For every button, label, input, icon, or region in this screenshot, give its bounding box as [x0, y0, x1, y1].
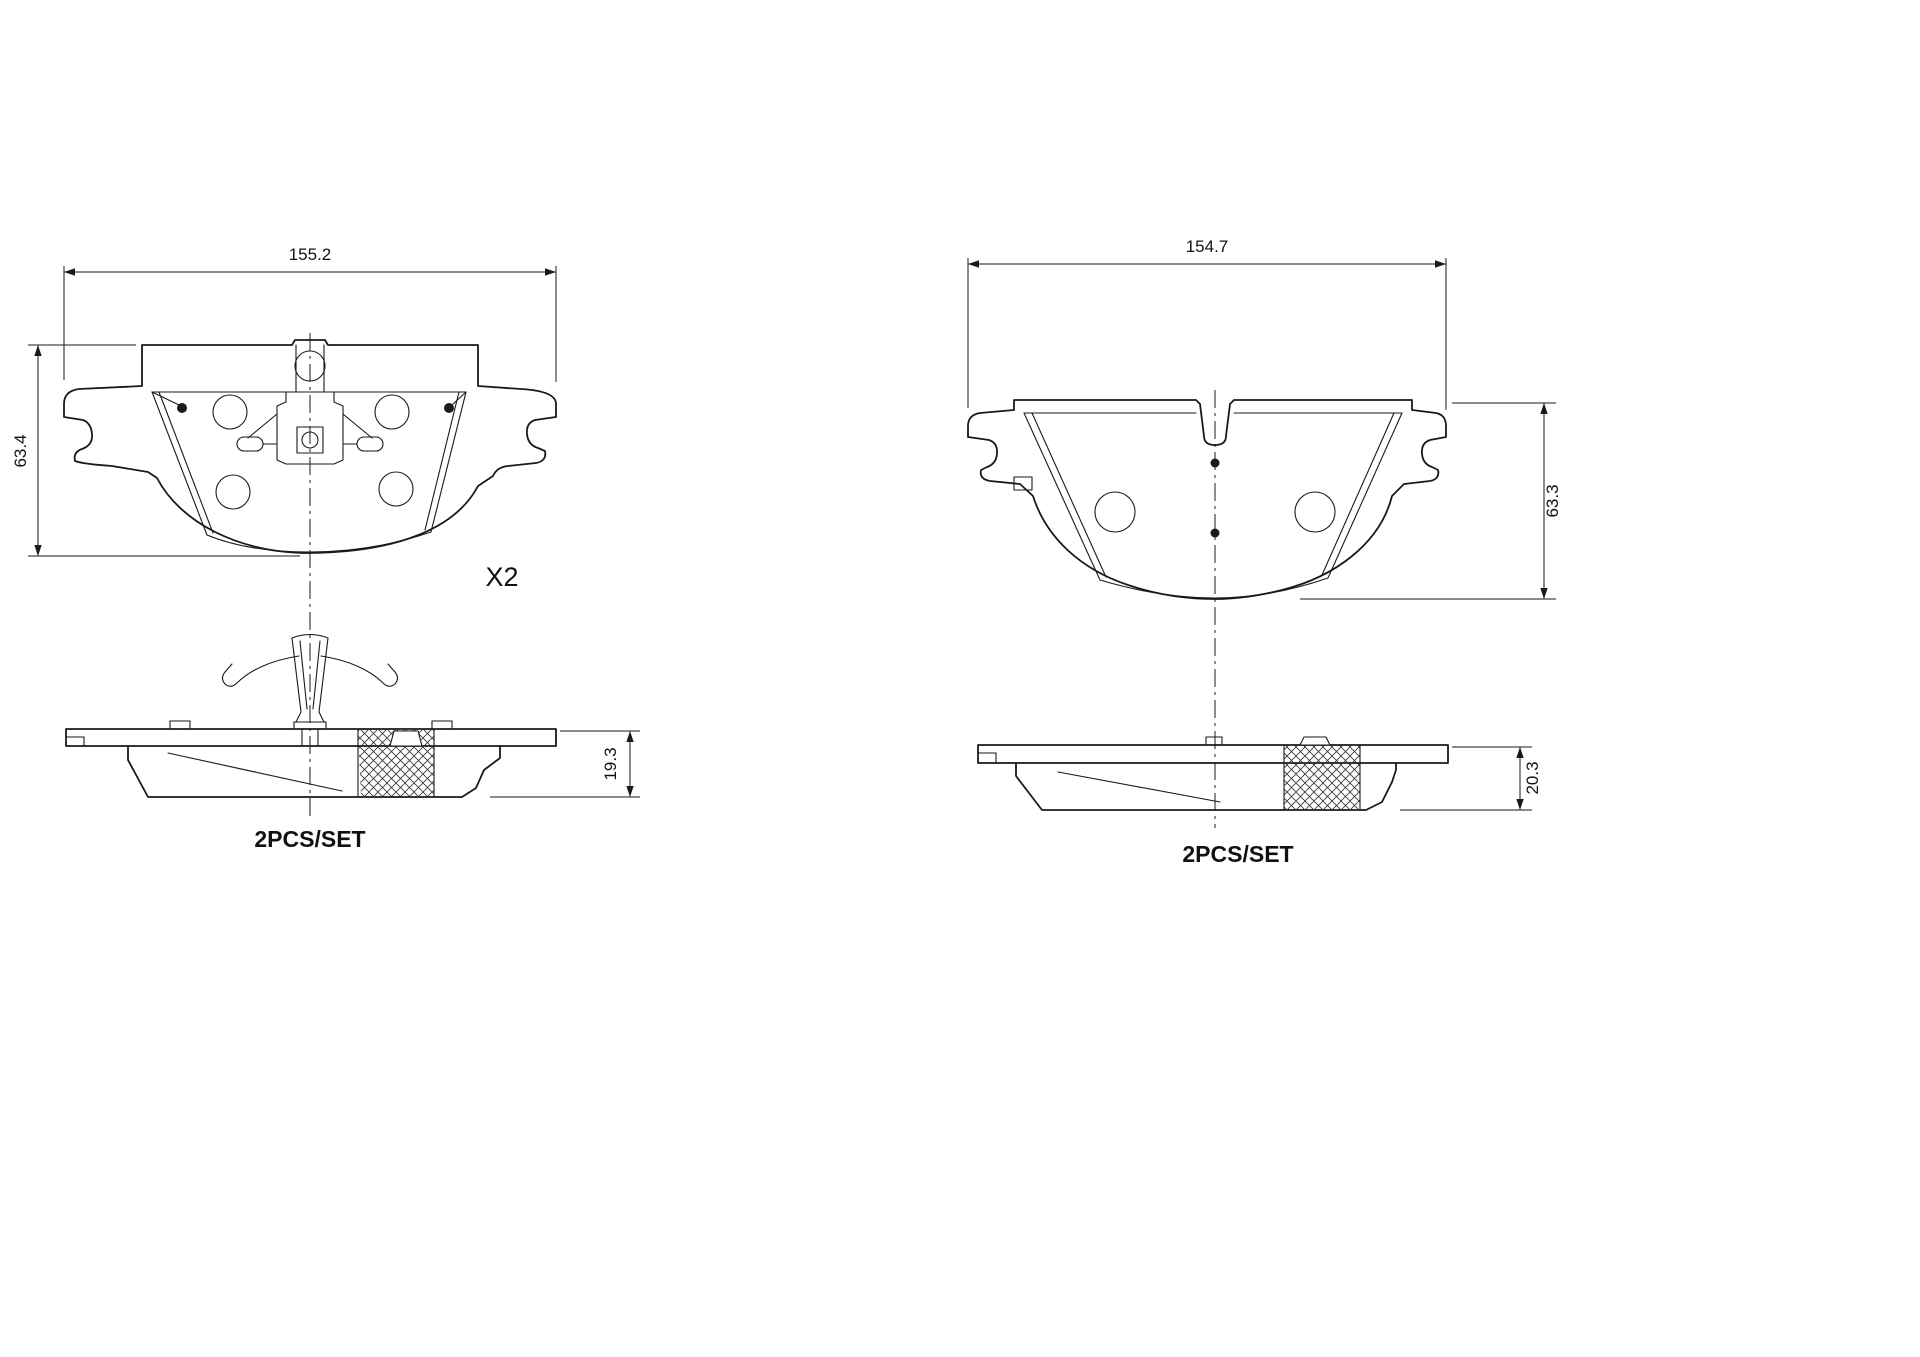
right-backplate-left-step [977, 752, 997, 764]
left-front-view [63, 339, 557, 554]
left-backplate-edge [65, 728, 557, 747]
right-backplate-edge [977, 744, 1449, 764]
right-friction-inner-outline [1023, 412, 1403, 599]
right-friction-edge-outline [1015, 762, 1397, 811]
left-height-extension-lines [28, 344, 300, 557]
left-clip-foot-lines [301, 728, 319, 747]
left-height-dimension: 63.4 [11, 344, 300, 557]
left-thickness-dim-text: 19.3 [601, 747, 620, 780]
left-width-dimension: 155.2 [63, 245, 557, 382]
right-friction-diagonal [1057, 771, 1221, 803]
left-section-bolt [389, 730, 423, 747]
left-height-dim-text: 63.4 [11, 434, 30, 467]
right-thickness-dim-text: 20.3 [1523, 761, 1542, 794]
left-friction-diagonal [167, 752, 343, 792]
right-width-extension-lines [967, 258, 1447, 410]
left-rivet-dot-right [444, 403, 454, 413]
left-width-dim-text: 155.2 [289, 245, 332, 264]
right-pad-outer-outline [967, 399, 1447, 600]
left-rivet-dot-left [177, 403, 187, 413]
left-clip-bracket-outline [276, 391, 344, 465]
right-guide-hole-left [1094, 491, 1136, 533]
left-guide-hole-top-left [212, 394, 248, 430]
right-width-dim-text: 154.7 [1186, 237, 1229, 256]
left-thickness-dimension: 19.3 [490, 730, 640, 798]
right-height-dimension: 63.3 [1300, 402, 1562, 600]
right-backplate-tab [1205, 736, 1223, 746]
right-section-boundaries [1283, 744, 1361, 811]
left-quantity-label: X2 [485, 562, 518, 592]
left-top-tab-sides [295, 344, 325, 393]
left-friction-edge-outline [127, 745, 501, 798]
right-thickness-dimension: 20.3 [1400, 746, 1542, 811]
right-guide-hole-right [1294, 491, 1336, 533]
left-clip-connectors [247, 413, 373, 445]
right-pad-drawing: 154.7 63.3 20.3 2PCS/SET [967, 237, 1562, 867]
right-clip-slot [1013, 476, 1033, 491]
left-backplate-tab-right [431, 720, 453, 730]
left-side-view [65, 633, 557, 798]
left-guide-hole-bottom-right [378, 471, 414, 507]
left-pad-drawing: 155.2 63.4 19.3 X2 2PCS/SET [11, 245, 640, 852]
right-section-bolt [1299, 736, 1331, 746]
right-section-hatch [1284, 745, 1360, 810]
right-side-view [977, 736, 1449, 811]
right-height-extension-lines [1300, 402, 1556, 600]
left-backplate-left-step [65, 736, 85, 747]
right-rivet-dot-lower [1210, 528, 1220, 538]
left-set-label: 2PCS/SET [254, 826, 365, 852]
left-guide-hole-bottom-left [215, 474, 251, 510]
left-chamfer-lines [151, 391, 467, 534]
left-spring-arm-right [320, 655, 399, 687]
left-spring-arm-left [221, 655, 300, 687]
right-width-dimension: 154.7 [967, 237, 1447, 410]
left-section-boundaries [357, 728, 435, 798]
right-front-view [967, 399, 1447, 600]
left-guide-hole-top-right [374, 394, 410, 430]
right-height-dim-text: 63.3 [1543, 484, 1562, 517]
right-set-label: 2PCS/SET [1182, 841, 1293, 867]
left-spring-base-flange [293, 721, 327, 730]
right-chamfer-lines [1031, 412, 1395, 578]
left-backplate-tab-left [169, 720, 191, 730]
left-width-extension-lines [63, 266, 557, 382]
